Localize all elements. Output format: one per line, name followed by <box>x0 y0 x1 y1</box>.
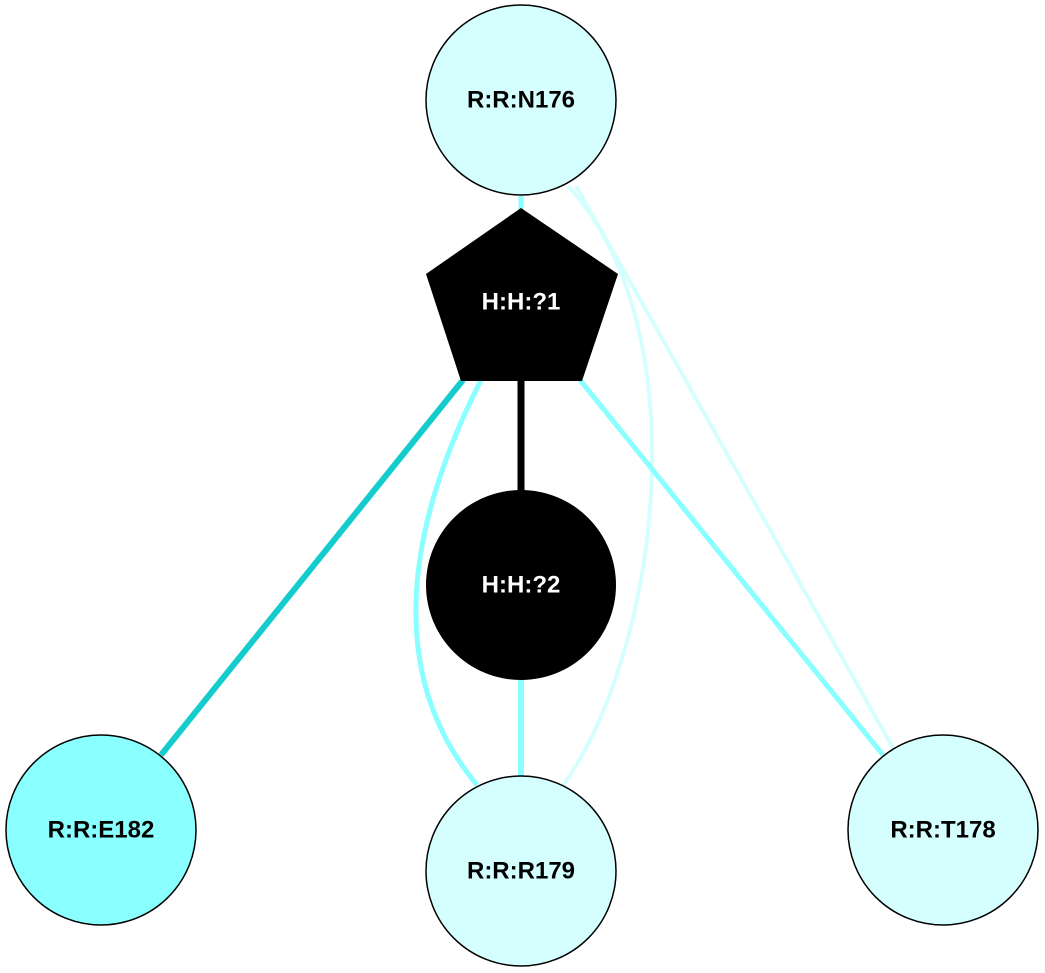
node-n176-label: R:R:N176 <box>467 87 575 114</box>
node-t178[interactable]: R:R:T178 <box>847 734 1039 926</box>
node-r179-shape <box>425 775 617 967</box>
edge-n176-r179 <box>560 184 655 789</box>
node-h1-shape <box>426 208 618 381</box>
node-n176[interactable]: R:R:N176 <box>425 4 617 196</box>
edge-h1-t178 <box>578 378 885 757</box>
node-h1-label: H:H:?1 <box>482 289 561 316</box>
edge-h1-e182 <box>158 378 466 757</box>
node-n176-shape <box>425 4 617 196</box>
node-h2[interactable]: H:H:?2 <box>426 490 616 680</box>
node-e182[interactable]: R:R:E182 <box>5 734 197 926</box>
node-r179[interactable]: R:R:R179 <box>425 775 617 967</box>
edges <box>158 184 895 789</box>
node-h2-shape <box>426 490 616 680</box>
nodes: R:R:N176 H:H:?1 H:H:?2 R:R:E182 R:R:R179… <box>5 4 1039 967</box>
node-e182-label: R:R:E182 <box>48 817 155 844</box>
edge-h1-r179 <box>413 378 484 787</box>
node-r179-label: R:R:R179 <box>467 858 575 885</box>
node-h2-label: H:H:?2 <box>482 572 561 599</box>
node-t178-shape <box>847 734 1039 926</box>
node-h1[interactable]: H:H:?1 <box>426 208 618 381</box>
edge-n176-t178 <box>574 185 895 749</box>
node-e182-shape <box>5 734 197 926</box>
node-t178-label: R:R:T178 <box>890 817 995 844</box>
